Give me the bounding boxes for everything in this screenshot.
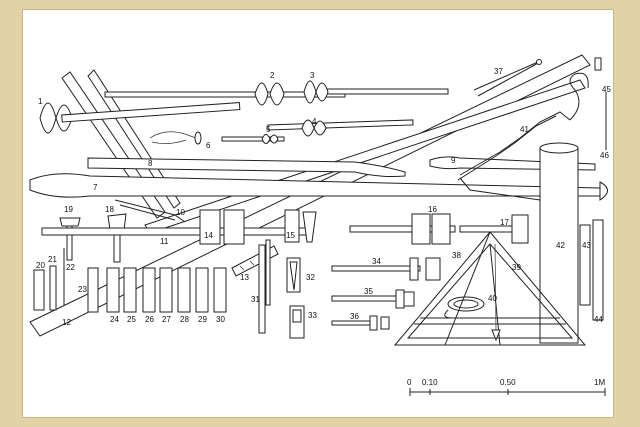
label-36: 36 [350, 312, 359, 321]
label-40: 40 [488, 294, 497, 303]
tool-13-ruler [231, 245, 279, 277]
tool-36-hammer [331, 315, 390, 331]
label-28: 28 [180, 315, 189, 324]
label-1: 1 [38, 97, 43, 106]
label-15: 15 [286, 231, 295, 240]
label-16: 16 [428, 205, 437, 214]
scale-tick-010: 0.10 [422, 378, 438, 387]
tool-18-axe [107, 213, 127, 263]
label-43: 43 [582, 241, 591, 250]
tool-31-bar [258, 239, 271, 334]
tool-4-axe [267, 119, 414, 137]
label-32: 32 [306, 273, 315, 282]
tool-42-post [539, 142, 579, 344]
tool-35-hammer [331, 289, 415, 309]
tool-10-frame [114, 199, 186, 223]
tool-3-axe [303, 80, 449, 104]
label-19: 19 [64, 205, 73, 214]
tool-19-hammer [59, 217, 81, 261]
tool-43-bar [579, 224, 591, 306]
label-12: 12 [62, 318, 71, 327]
tool-1-axe [39, 102, 241, 134]
tool-7-pole [29, 173, 608, 201]
label-44: 44 [594, 315, 603, 324]
label-39: 39 [512, 263, 521, 272]
label-27: 27 [162, 315, 171, 324]
label-14: 14 [204, 231, 213, 240]
label-22: 22 [66, 263, 75, 272]
label-42: 42 [556, 241, 565, 250]
label-9: 9 [451, 156, 456, 165]
tool-44-bar [592, 219, 604, 321]
label-45: 45 [602, 85, 611, 94]
beam-16-17 [349, 213, 529, 245]
label-10: 10 [176, 208, 185, 217]
scale-bar: 0 0.10 0.50 1M [407, 378, 606, 396]
tool-38-tripod [393, 231, 587, 346]
tool-45-rod [594, 57, 607, 150]
label-3: 3 [310, 71, 315, 80]
beam-14-15 [41, 209, 317, 245]
tool-34-hammer [331, 257, 441, 281]
label-37: 37 [494, 67, 503, 76]
label-4: 4 [312, 117, 317, 126]
label-24: 24 [110, 315, 119, 324]
tool-37-compass [473, 59, 542, 97]
label-34: 34 [372, 257, 381, 266]
tools-20-22-pins [33, 248, 65, 311]
label-41: 41 [520, 125, 529, 134]
label-38: 38 [452, 251, 461, 260]
label-17: 17 [500, 218, 509, 227]
tool-32-wedge [286, 257, 301, 293]
label-26: 26 [145, 315, 154, 324]
label-20: 20 [36, 261, 45, 270]
tool-5-small-axe [221, 134, 285, 144]
label-13: 13 [240, 273, 249, 282]
label-7: 7 [93, 183, 98, 192]
label-5: 5 [266, 125, 271, 134]
tool-40-rope [444, 296, 485, 319]
label-21: 21 [48, 255, 57, 264]
label-6: 6 [206, 141, 211, 150]
scale-tick-050: 0.50 [500, 378, 516, 387]
label-11: 11 [160, 237, 169, 246]
drawing-sheet [23, 10, 613, 417]
label-30: 30 [216, 315, 225, 324]
tool-6-awl-hand [149, 131, 202, 145]
tool-33-wedge [289, 305, 305, 339]
tool-2-axe [104, 82, 346, 106]
label-29: 29 [198, 315, 207, 324]
label-23: 23 [78, 285, 87, 294]
label-18: 18 [105, 205, 114, 214]
label-25: 25 [127, 315, 136, 324]
label-33: 33 [308, 311, 317, 320]
tool-8-pole [87, 157, 406, 177]
label-46: 46 [600, 151, 609, 160]
label-31: 31 [251, 295, 260, 304]
scale-tick-1m: 1M [594, 378, 605, 387]
tools-23-30-chisels [87, 267, 227, 313]
label-2: 2 [270, 71, 275, 80]
label-8: 8 [148, 159, 153, 168]
labels: 1 2 3 4 5 6 7 8 9 10 11 12 13 14 15 16 1… [36, 67, 611, 327]
label-35: 35 [364, 287, 373, 296]
scale-tick-0: 0 [407, 378, 412, 387]
